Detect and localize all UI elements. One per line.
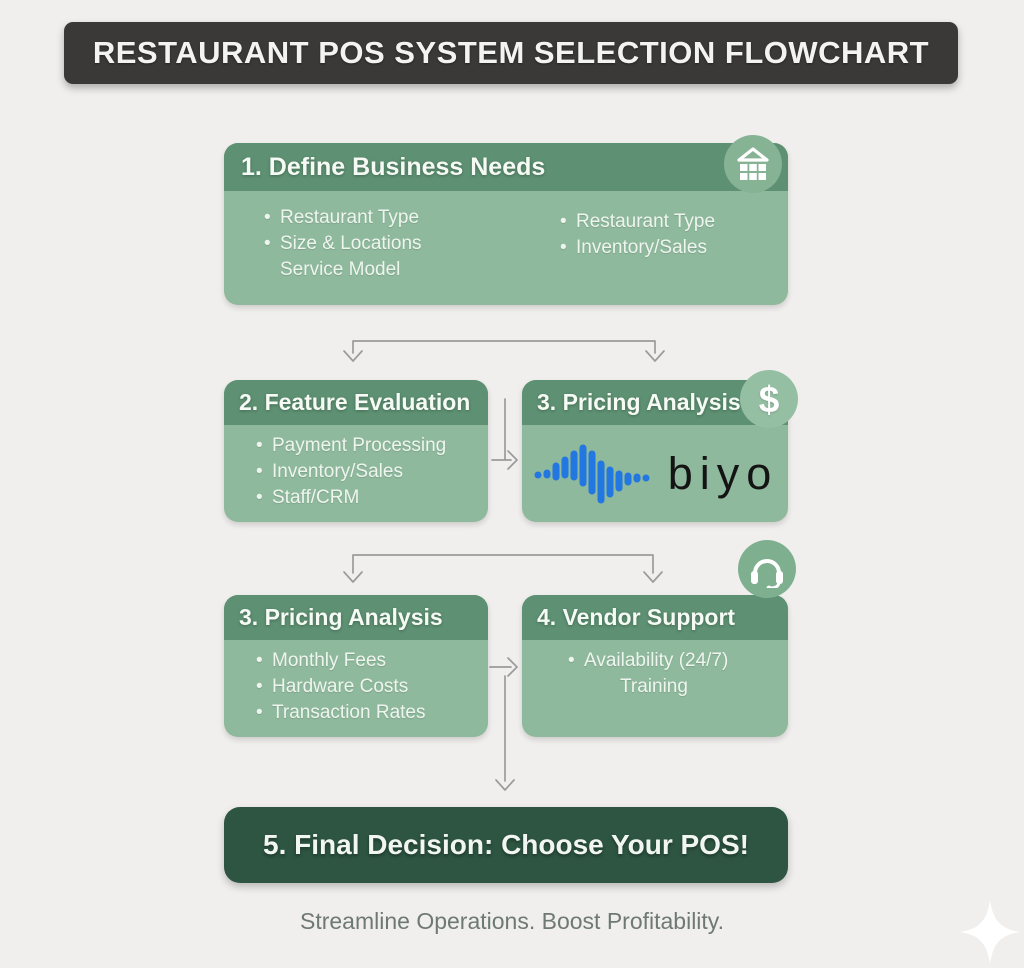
list-item-label: Inventory/Sales xyxy=(576,237,707,258)
list-item-label: Inventory/Sales xyxy=(272,461,403,482)
step-1-title: 1. Define Business Needs xyxy=(241,152,546,181)
list-item-label: Payment Processing xyxy=(272,435,447,456)
step-5-card: 5. Final Decision: Choose Your POS! xyxy=(224,807,788,883)
list-item-label: Availability (24/7) xyxy=(584,650,729,671)
connector-split-1 xyxy=(352,340,656,354)
list-item-label: Hardware Costs xyxy=(272,676,409,697)
step-5-title: 5. Final Decision: Choose Your POS! xyxy=(263,829,749,860)
arrowhead-down-icon xyxy=(645,350,665,362)
title-banner: RESTAURANT POS SYSTEM SELECTION FLOWCHAR… xyxy=(64,22,958,84)
biyo-logo-text: biyo xyxy=(667,448,779,499)
step-4-title: 4. Vendor Support xyxy=(537,604,736,630)
arrowhead-right-icon xyxy=(507,657,518,677)
list-item: Transaction Rates xyxy=(256,700,488,726)
list-item-label: Service Model xyxy=(280,259,401,280)
step-4-card: 4. Vendor Support Availability (24/7) Tr… xyxy=(522,595,788,737)
footer-tagline: Streamline Operations. Boost Profitabili… xyxy=(300,908,724,934)
list-item: Monthly Fees xyxy=(256,648,488,674)
connector-elbow-1 xyxy=(491,398,512,461)
list-item-label: Transaction Rates xyxy=(272,702,426,723)
list-item-label: Restaurant Type xyxy=(280,207,420,228)
arrowhead-down-icon xyxy=(643,571,663,583)
step-2-header: 2. Feature Evaluation xyxy=(224,380,488,425)
arrowhead-down-icon xyxy=(495,779,515,791)
step-1-right-list: Restaurant Type Inventory/Sales xyxy=(560,209,715,261)
biyo-logo: biyo xyxy=(522,425,788,522)
dollar-icon: $ xyxy=(740,370,798,428)
step-4-body: Availability (24/7) Training xyxy=(522,640,788,700)
list-item: Service Model xyxy=(264,257,422,283)
step-2-body: Payment Processing Inventory/Sales Staff… xyxy=(224,425,488,511)
connector-split-2 xyxy=(352,554,654,574)
step-3-body: Monthly Fees Hardware Costs Transaction … xyxy=(224,640,488,726)
list-item: Staff/CRM xyxy=(256,485,488,511)
step-4-header: 4. Vendor Support xyxy=(522,595,788,640)
list-item-label: Training xyxy=(620,676,688,697)
list-item: Restaurant Type xyxy=(264,205,422,231)
step-3-header: 3. Pricing Analysis xyxy=(224,595,488,640)
step-3-card: 3. Pricing Analysis Monthly Fees Hardwar… xyxy=(224,595,488,737)
list-item: Restaurant Type xyxy=(560,209,715,235)
headset-icon xyxy=(738,540,796,598)
arrowhead-down-icon xyxy=(343,350,363,362)
step-2-card: 2. Feature Evaluation Payment Processing… xyxy=(224,380,488,522)
step-1-left-list: Restaurant Type Size & Locations Service… xyxy=(264,205,422,283)
biyo-waveform-icon xyxy=(534,444,650,503)
arrowhead-right-icon xyxy=(507,450,518,470)
sparkle-icon xyxy=(960,900,1020,964)
list-item-label: Staff/CRM xyxy=(272,487,360,508)
list-item: Inventory/Sales xyxy=(560,235,715,261)
list-item: Inventory/Sales xyxy=(256,459,488,485)
list-item: Payment Processing xyxy=(256,433,488,459)
page-title: RESTAURANT POS SYSTEM SELECTION FLOWCHAR… xyxy=(92,35,930,70)
list-item-label: Monthly Fees xyxy=(272,650,387,671)
step-2-title: 2. Feature Evaluation xyxy=(239,389,471,415)
list-item-label: Size & Locations xyxy=(280,233,422,254)
dollar-symbol: $ xyxy=(758,378,780,420)
step-1-card: 1. Define Business Needs Restaurant Type… xyxy=(224,143,788,305)
arrowhead-down-icon xyxy=(343,571,363,583)
step-3-title: 3. Pricing Analysis xyxy=(239,604,443,630)
bank-icon xyxy=(724,135,782,193)
list-item: Availability (24/7) xyxy=(568,648,788,674)
list-item: Training xyxy=(568,674,788,700)
step-1-header: 1. Define Business Needs xyxy=(224,143,788,191)
list-item: Hardware Costs xyxy=(256,674,488,700)
list-item-label: Restaurant Type xyxy=(576,211,716,232)
step-3-logo-title: 3. Pricing Analysis xyxy=(537,389,741,415)
list-item: Size & Locations xyxy=(264,231,422,257)
